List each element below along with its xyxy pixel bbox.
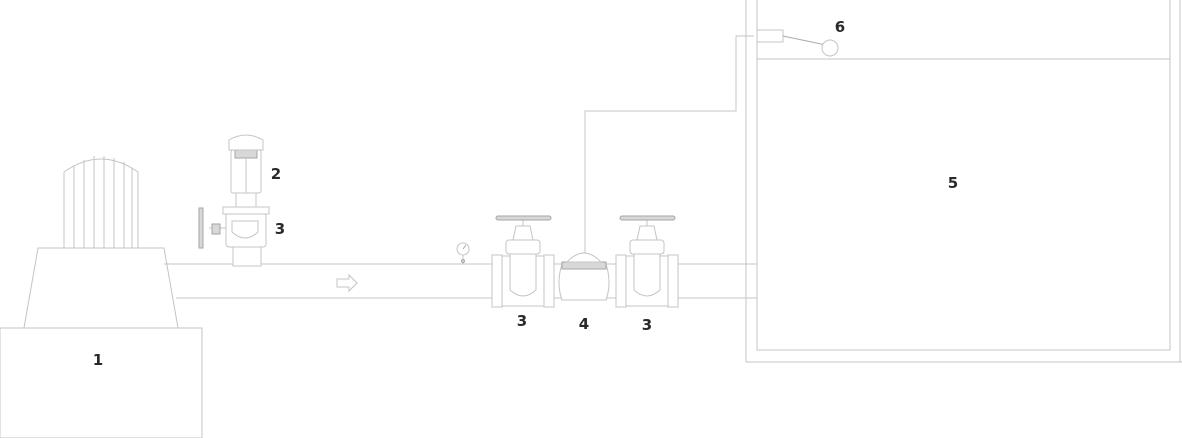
right-valve-handwheel [619,215,676,221]
right-valve-flange-out [667,254,679,308]
float-switch [756,29,839,57]
pressure-gauge-icon [456,242,470,264]
left-valve-bonnet [505,239,541,255]
riser-pipe [232,245,262,267]
label-motor-valve: 2 [271,165,281,183]
riser-assembly [198,134,270,267]
signal-line [584,35,754,253]
right-valve-wedge [633,251,661,297]
left-valve-yoke [512,225,534,241]
flow-arrow-icon [336,273,358,293]
float-switch-housing [756,29,784,43]
float-ball [821,39,839,57]
pressure-device [558,35,754,301]
right-valve-yoke [636,225,658,241]
pump-unit [0,156,203,438]
pressure-device-dome [565,252,603,263]
left-valve-flange-out [543,254,555,308]
right-valve-flange-in [615,254,627,308]
left-valve-flange-in [491,254,503,308]
riser-valve-handwheel [198,207,204,249]
riser-valve-gland [211,223,221,235]
actuator-neck [235,192,257,208]
pump-base [0,327,203,438]
pump-motor-housing [63,158,139,249]
motor-fins [73,156,133,248]
label-tank: 5 [948,174,958,192]
pressure-device-body [558,263,610,301]
gate-valve-right [615,215,679,308]
riser-valve-disc [231,220,259,239]
riser-valve-top-flange [222,206,270,215]
tank-inner-wall [756,0,1171,351]
label-pressure-device: 4 [579,315,589,333]
pressure-device-diaphragm [561,261,607,270]
right-valve-bonnet [629,239,665,255]
actuator-band [234,149,258,159]
float-switch-arm [782,35,827,46]
gate-valve-left [491,215,555,308]
pump-body [23,247,179,329]
left-valve-wedge [509,251,537,297]
tank [745,0,1182,363]
label-riser-valve: 3 [275,220,285,238]
label-left-valve: 3 [517,312,527,330]
label-pump-unit: 1 [93,351,103,369]
actuator-cap [228,134,264,151]
tank-outer-wall [745,0,1182,363]
label-right-valve: 3 [642,316,652,334]
left-valve-handwheel [495,215,552,221]
label-float-switch: 6 [835,18,845,36]
